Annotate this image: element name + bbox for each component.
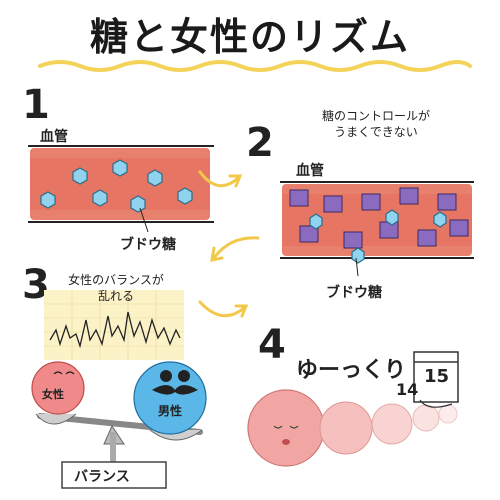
- hormone-chart: [44, 290, 184, 360]
- sugar-control-line-1: 糖のコントロールが: [321, 109, 430, 123]
- hormone-line-2: 乱れる: [97, 289, 134, 303]
- female-ball: [31, 361, 85, 415]
- glucose-molecules-2: [309, 209, 447, 264]
- calendar-day: 15: [424, 366, 450, 387]
- balance-label: バランス: [74, 469, 130, 485]
- hormone-line-1: 女性のバランスが: [68, 273, 164, 287]
- glucose-label-1: ブドウ糖: [120, 237, 176, 253]
- glucose-label-2: ブドウ糖: [326, 285, 382, 301]
- page-title: 糖と女性のリズム: [89, 15, 410, 59]
- slow-circles: [247, 389, 458, 467]
- sugar-control-note: 糖のコントロールが うまくできない: [296, 108, 456, 140]
- glucose-pointer-1: [139, 207, 149, 233]
- arrow-3-to-4: [198, 300, 246, 318]
- sugar-control-line-2: うまくできない: [334, 125, 418, 139]
- step-number-4: 4: [258, 322, 286, 368]
- vessel-label-1: 血管: [40, 129, 68, 145]
- male-ball: [133, 361, 207, 435]
- title-underline: [38, 60, 472, 72]
- arrow-2-to-3: [212, 236, 260, 260]
- vessel-1: [28, 145, 214, 223]
- calendar-icon: [413, 351, 459, 408]
- hormone-note: 女性のバランスが 乱れる: [56, 272, 176, 304]
- calendar-day-prev: 14: [396, 380, 419, 399]
- female-label: 女性: [42, 388, 64, 401]
- glucose-molecules-1: [40, 159, 193, 213]
- male-label: 男性: [158, 404, 183, 418]
- slowly-label: ゆーっくり: [296, 358, 407, 383]
- step-number-1: 1: [22, 82, 50, 128]
- arrow-1-to-2: [198, 170, 240, 188]
- glucose-pointer-2: [355, 257, 359, 277]
- glycation-products: [289, 187, 469, 249]
- step-number-2: 2: [246, 120, 274, 166]
- vessel-label-2: 血管: [296, 163, 324, 179]
